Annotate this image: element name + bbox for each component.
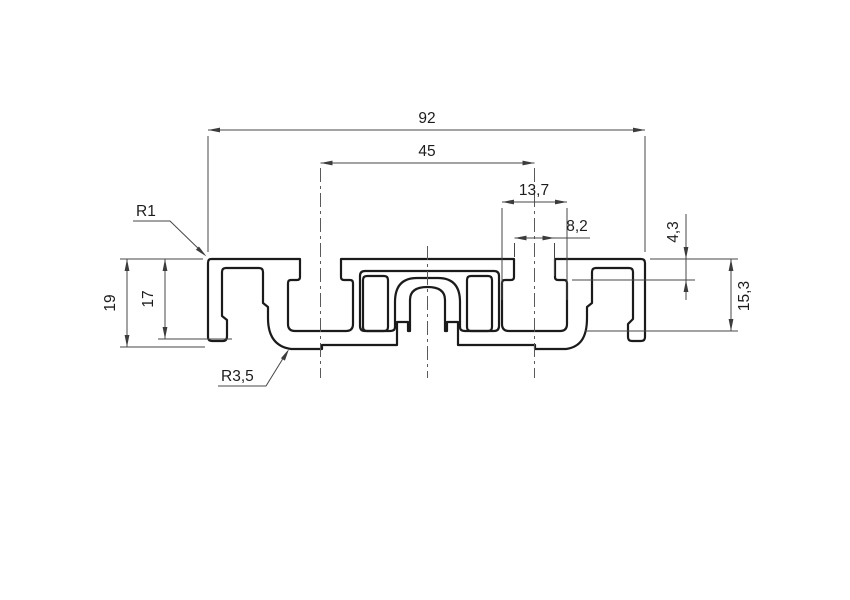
dim-label-slot-inner-width: 13,7 [519,182,549,199]
dimension-inner-height: 17 [140,259,232,340]
dim-label-radius-top: R1 [136,203,156,220]
dim-label-inner-height: 17 [140,290,157,307]
dimension-overall-height: 19 [102,258,205,348]
dimension-slot-inner-width: 13,7 [501,182,568,300]
dimension-slot-opening: 8,2 [514,218,590,276]
dim-label-overall-height: 19 [102,294,119,311]
dimension-radius-bottom: R3,5 [218,349,289,387]
profile-outer-boundary [206,257,647,351]
dim-label-slot-spacing: 45 [418,143,435,160]
dimension-slot-spacing: 45 [320,143,535,166]
dimension-overall-width: 92 [207,110,646,252]
profile-cross-section [206,257,647,351]
dim-label-radius-bottom: R3,5 [221,368,254,385]
profile-void-right [465,274,494,333]
profile-void-left [361,274,390,333]
profile-center-cavity [358,269,501,333]
dim-label-slot-opening: 8,2 [566,218,588,235]
dimension-radius-top: R1 [133,203,207,257]
dim-label-slot-depth: 15,3 [736,281,753,311]
dimension-slot-depth: 15,3 [585,258,753,332]
dim-label-lip-thickness: 4,3 [665,221,682,243]
centerlines [320,168,535,378]
dim-label-overall-width: 92 [418,110,435,127]
